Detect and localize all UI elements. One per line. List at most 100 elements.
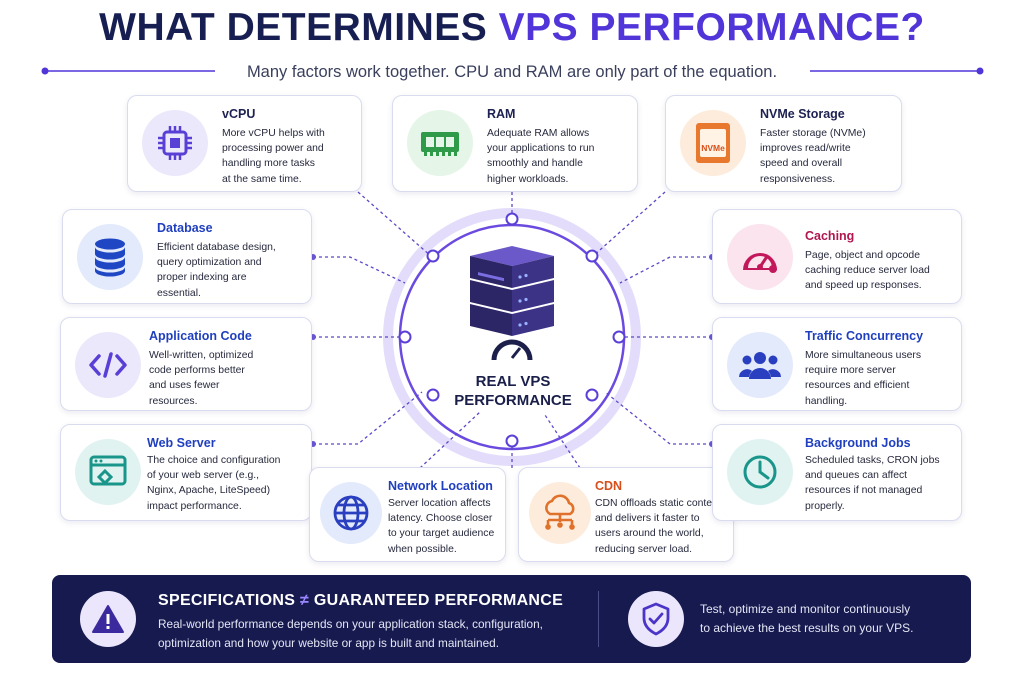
desc-line: Scheduled tasks, CRON jobs [805, 455, 940, 466]
card-traffic-concurrency: Traffic Concurrency More simultaneous us… [712, 317, 962, 411]
desc-line: and delivers it faster to [595, 513, 700, 525]
card-title: CDN [595, 479, 623, 493]
desc-line: to your target audience [388, 528, 495, 540]
card-application-code: Application Code Well-written, optimized… [60, 317, 312, 411]
desc-line: code performs better [149, 365, 245, 377]
card-title: vCPU [222, 107, 256, 121]
ram-module-icon [407, 110, 473, 176]
card-desc: CDN offloads static content and delivers … [595, 496, 721, 557]
card-desc: Page, object and opcode caching reduce se… [805, 248, 930, 294]
title-main: WHAT DETERMINES [99, 6, 499, 49]
banner-right-line: to achieve the best results on your VPS. [700, 621, 914, 635]
desc-line: your applications to run [487, 143, 595, 155]
desc-line: Page, object and opcode [805, 250, 920, 261]
desc-line: processing power and [222, 143, 324, 155]
card-caching: Caching Page, object and opcode caching r… [712, 209, 962, 304]
desc-line: Efficient database design, [157, 242, 276, 253]
desc-line: improves read/write [760, 143, 851, 155]
desc-line: and queues can affect [805, 470, 908, 482]
card-title: Traffic Concurrency [805, 329, 924, 343]
card-desc: More simultaneous users require more serv… [805, 348, 921, 409]
shield-check-icon [628, 591, 684, 647]
desc-line: proper indexing are [157, 272, 247, 284]
card-title: Web Server [147, 436, 216, 450]
desc-line: users around the world, [595, 528, 704, 540]
card-title: Database [157, 221, 213, 235]
not-equal-sign: ≠ [300, 592, 310, 609]
card-cdn: CDN CDN offloads static content and deliv… [518, 467, 734, 562]
desc-line: resources. [149, 395, 198, 407]
desc-line: Well-written, optimized [149, 350, 254, 361]
desc-line: handling more tasks [222, 158, 315, 170]
subtitle: Many factors work together. CPU and RAM … [246, 63, 778, 81]
card-title: Network Location [388, 479, 493, 493]
banner-title-right: GUARANTEED PERFORMANCE [313, 592, 564, 609]
page-title: WHAT DETERMINES VPS PERFORMANCE? [0, 6, 1024, 50]
browser-window-icon [75, 439, 141, 505]
desc-line: Faster storage (NVMe) [760, 128, 866, 139]
desc-line: caching reduce server load [805, 265, 930, 277]
banner-right-text: Test, optimize and monitor continuously t… [700, 600, 913, 638]
banner-divider [598, 591, 599, 647]
desc-line: More simultaneous users [805, 350, 922, 361]
title-accent: VPS PERFORMANCE? [498, 6, 925, 49]
card-desc: Well-written, optimized code performs bet… [149, 348, 253, 409]
banner-right-line: Test, optimize and monitor continuously [700, 602, 911, 616]
center-label-line2: PERFORMANCE [454, 392, 572, 409]
desc-line: CDN offloads static content [595, 498, 721, 509]
nvme-label: NVMe [701, 143, 725, 153]
desc-line: and speed up responses. [805, 280, 922, 292]
desc-line: resources if not managed [805, 485, 923, 497]
cpu-chip-icon [142, 110, 208, 176]
banner-title: SPECIFICATIONS ≠ GUARANTEED PERFORMANCE [158, 592, 563, 610]
desc-line: reducing server load. [595, 543, 693, 555]
banner-desc: Real-world performance depends on your a… [158, 615, 543, 653]
card-desc: Efficient database design, query optimiza… [157, 240, 276, 301]
clock-icon [727, 439, 793, 505]
card-database: Database Efficient database design, query… [62, 209, 312, 304]
database-icon [77, 224, 143, 290]
users-group-icon [727, 332, 793, 398]
globe-icon [320, 482, 382, 544]
banner-title-left: SPECIFICATIONS [158, 592, 296, 609]
desc-line: query optimization and [157, 257, 262, 269]
desc-line: higher workloads. [487, 173, 569, 185]
card-background-jobs: Background Jobs Scheduled tasks, CRON jo… [712, 424, 962, 521]
desc-line: when possible. [388, 543, 457, 555]
desc-line: The choice and configuration [147, 455, 281, 466]
bottom-banner [52, 575, 971, 663]
nvme-drive-icon: NVMe [680, 110, 746, 176]
card-title: Background Jobs [805, 436, 911, 450]
desc-line: properly. [805, 500, 845, 512]
card-title: Application Code [149, 329, 252, 343]
desc-line: essential. [157, 287, 201, 299]
desc-line: at the same time. [222, 173, 302, 185]
card-desc: The choice and configuration of your web … [147, 453, 280, 514]
server-stack-icon [470, 246, 554, 361]
card-title: NVMe Storage [760, 107, 845, 121]
desc-line: resources and efficient [805, 380, 910, 392]
cloud-network-icon [529, 482, 591, 544]
desc-line: require more server [805, 365, 896, 377]
card-title: Caching [805, 229, 855, 243]
desc-line: latency. Choose closer [388, 513, 493, 525]
banner-desc-line: optimization and how your website or app… [158, 636, 499, 650]
card-desc: Faster storage (NVMe) improves read/write… [760, 126, 866, 187]
code-brackets-icon [75, 332, 141, 398]
desc-line: responsiveness. [760, 173, 836, 185]
desc-line: Nginx, Apache, LiteSpeed) [147, 485, 271, 497]
card-network-location: Network Location Server location affects… [309, 467, 506, 562]
desc-line: impact performance. [147, 500, 242, 512]
desc-line: speed and overall [760, 158, 843, 170]
card-desc: Scheduled tasks, CRON jobs and queues can… [805, 453, 940, 514]
desc-line: of your web server (e.g., [147, 470, 260, 482]
desc-line: handling. [805, 395, 848, 407]
card-nvme: NVMe NVMe Storage Faster storage (NVMe) i… [665, 95, 902, 192]
desc-line: and uses fewer [149, 380, 220, 392]
